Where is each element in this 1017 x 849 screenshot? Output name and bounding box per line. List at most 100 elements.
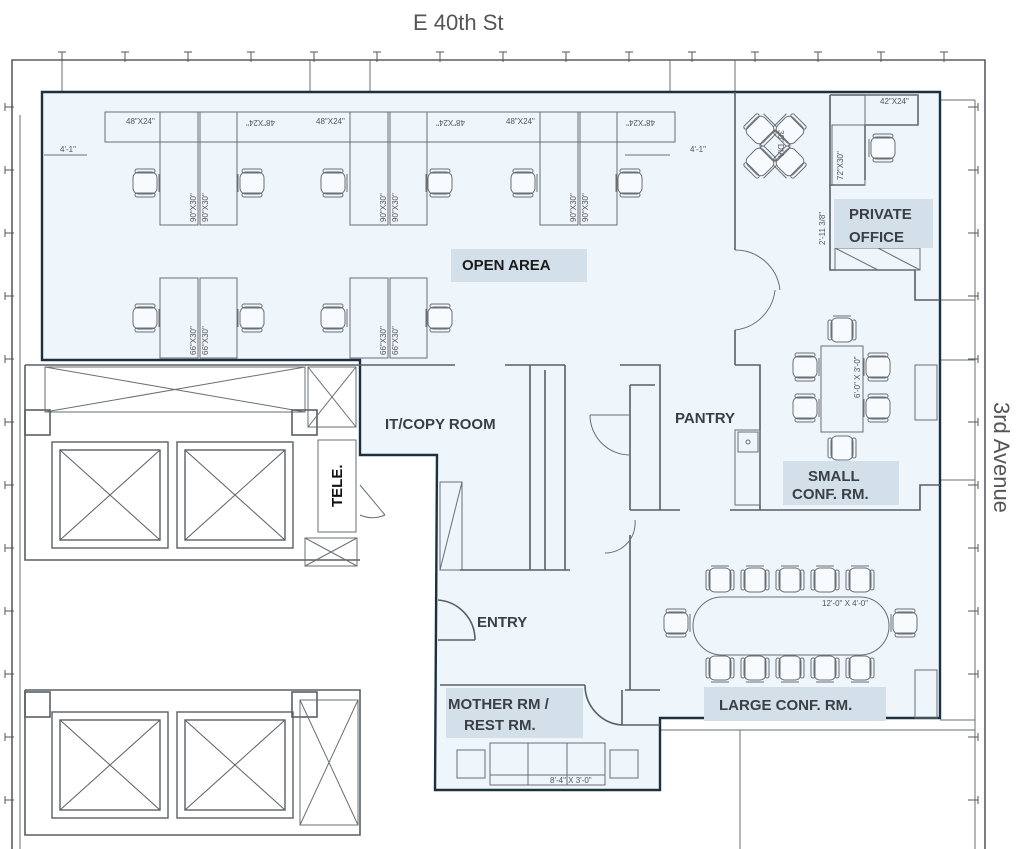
column-tick <box>4 670 14 678</box>
chair-icon <box>845 655 875 683</box>
label-private-office-1: PRIVATE <box>849 206 912 223</box>
chair-icon <box>792 393 820 423</box>
chair-icon <box>827 435 857 463</box>
dimension-labels: 48"X24" 48"X24" 48"X24" 48"X24" 48"X24" … <box>60 97 909 785</box>
chair-icon <box>740 655 770 683</box>
column-tick <box>968 229 979 237</box>
column-tick <box>4 418 14 426</box>
label-tele: TELE. <box>329 464 346 507</box>
column-tick <box>4 229 14 237</box>
dim-large-conf-table: 12'-0" X 4'-0" <box>822 599 868 608</box>
chair-icon <box>705 655 735 683</box>
dim-long-desk: 90"X30" <box>201 193 210 222</box>
label-it-copy-room: IT/COPY ROOM <box>385 416 496 433</box>
dim-office-return: 42"X24" <box>880 97 909 106</box>
dim-long-desk: 90"X30" <box>569 193 578 222</box>
column-tick <box>940 51 948 62</box>
column-tick <box>968 544 979 552</box>
chair-icon <box>425 303 453 333</box>
column-tick <box>373 51 381 62</box>
column-tick <box>310 51 318 62</box>
column-tick <box>4 796 14 804</box>
chair-icon <box>320 303 348 333</box>
column-tick <box>814 51 822 62</box>
chair-icon <box>705 565 735 593</box>
street-label-north: E 40th St <box>413 10 504 35</box>
column-tick <box>688 51 696 62</box>
column-tick <box>4 733 14 741</box>
dim-return-desk: 48"X24" <box>506 117 535 126</box>
column-tick <box>968 166 979 174</box>
dim-office-door: 2'-11 3/8" <box>818 212 827 245</box>
column-tick <box>4 355 14 363</box>
chair-icon <box>132 303 160 333</box>
dim-long-desk: 90"X30" <box>189 193 198 222</box>
column-tick <box>968 418 979 426</box>
column-tick <box>751 51 759 62</box>
column-tick <box>968 733 979 741</box>
chair-icon <box>425 168 453 198</box>
dim-clearance: 4'-1" <box>60 145 76 154</box>
dim-short-desk: 66"X30" <box>379 326 388 355</box>
chair-icon <box>773 113 807 147</box>
column-tick <box>968 355 979 363</box>
chair-icon <box>845 565 875 593</box>
chair-icon <box>773 145 807 179</box>
elevator-shafts <box>51 441 294 819</box>
column-tick <box>4 544 14 552</box>
elevator-shaft <box>176 441 294 549</box>
dim-mother-counter: 8'-4" X 3'-0" <box>550 776 592 785</box>
chair-icon <box>132 168 160 198</box>
chair-icon <box>827 315 857 343</box>
column-tick <box>968 103 979 111</box>
chair-icon <box>775 655 805 683</box>
chair-icon <box>810 655 840 683</box>
chair-icon <box>510 168 538 198</box>
dim-long-desk: 90"X30" <box>379 193 388 222</box>
suite-outline <box>40 90 942 792</box>
column-tick <box>968 481 979 489</box>
column-tick <box>121 51 129 62</box>
column-tick <box>4 292 14 300</box>
chair-icon <box>863 352 891 382</box>
column-tick <box>184 51 192 62</box>
chair-icon <box>775 565 805 593</box>
chair-icon <box>890 608 918 638</box>
label-small-conf-2: CONF. RM. <box>792 486 869 503</box>
column-tick <box>499 51 507 62</box>
dim-long-desk: 90"X30" <box>391 193 400 222</box>
chair-icon <box>320 168 348 198</box>
column-tick <box>625 51 633 62</box>
label-open-area: OPEN AREA <box>462 257 551 274</box>
dim-small-conf-table: 6'-0" X 3'-0" <box>853 356 862 398</box>
column-tick <box>968 607 979 615</box>
label-mother-room-2: REST RM. <box>464 717 536 734</box>
column-tick <box>4 481 14 489</box>
dim-short-desk: 66"X30" <box>201 326 210 355</box>
furniture <box>44 94 919 786</box>
dim-return-desk: 48"X24" <box>126 117 155 126</box>
chair-icon <box>615 168 643 198</box>
column-tick <box>562 51 570 62</box>
label-mother-room-1: MOTHER RM / <box>448 696 550 713</box>
chair-icon <box>810 565 840 593</box>
building-core <box>24 364 463 836</box>
label-entry: ENTRY <box>477 614 527 631</box>
column-tick <box>436 51 444 62</box>
street-label-east: 3rd Avenue <box>989 402 1014 513</box>
column-tick <box>968 796 979 804</box>
column-tick <box>4 103 14 111</box>
column-ticks <box>4 51 979 804</box>
chair-icon <box>663 608 691 638</box>
dim-return-desk-mirrored: 48"X24" <box>246 118 275 127</box>
chair-icon <box>237 168 265 198</box>
label-pantry: PANTRY <box>675 410 735 427</box>
column-tick <box>4 607 14 615</box>
chair-icon <box>743 145 777 179</box>
column-tick <box>247 51 255 62</box>
building-shell <box>11 59 986 849</box>
label-large-conf: LARGE CONF. RM. <box>719 697 852 714</box>
dim-round-table: 30" DIA <box>776 130 785 158</box>
elevator-shaft <box>51 441 169 549</box>
dim-clearance: 4'-1" <box>690 145 706 154</box>
